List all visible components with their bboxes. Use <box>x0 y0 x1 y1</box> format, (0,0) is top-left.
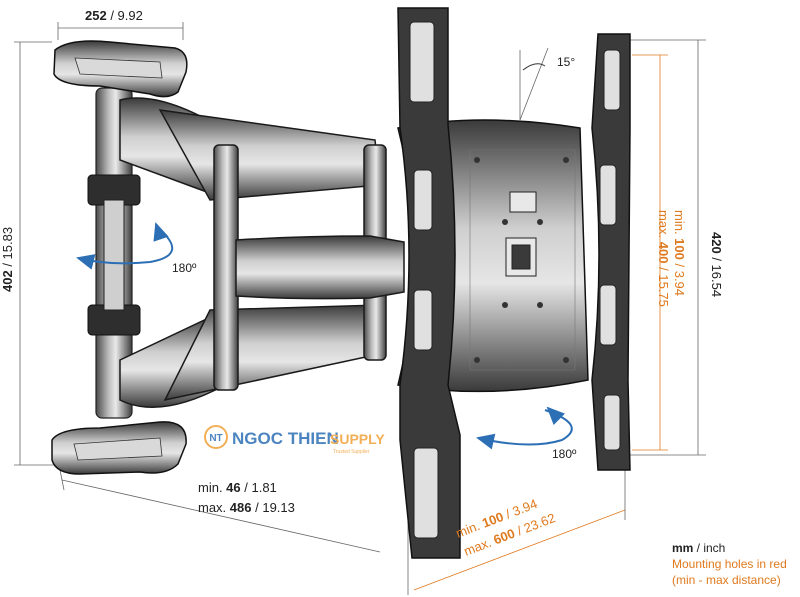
tilt-angle-label: 15° <box>557 55 575 69</box>
logo-supply: SUPPLY <box>330 431 385 447</box>
distance-legend: (min - max distance) <box>672 573 781 587</box>
units-legend: mm / inch <box>672 541 725 555</box>
articulating-arms <box>119 97 405 409</box>
vesa-vertical-max-label: max. 400 / 15.75 <box>656 210 671 307</box>
logo-tagline: Trusted Supplier <box>333 449 370 455</box>
mounting-holes-legend: Mounting holes in red <box>672 557 787 571</box>
logo-name: NGOC THIEN <box>232 429 339 448</box>
swivel-arrow-plate <box>476 409 573 450</box>
vesa-vertical-min-label: min. 100 / 3.94 <box>672 210 687 296</box>
watermark-logo: NT NGOC THIEN SUPPLY Trusted Supplier <box>204 425 385 455</box>
arm-width-label: 252 / 9.92 <box>85 8 143 23</box>
tv-mounting-plate <box>397 7 631 559</box>
mounting-holes <box>474 157 569 363</box>
wall-height-label: 402 / 15.83 <box>0 227 15 292</box>
wall-bracket <box>87 87 141 419</box>
tilt-angle-arc <box>522 63 546 71</box>
extension-max-label: max. 486 / 19.13 <box>198 500 295 515</box>
extension-min-label: min. 46 / 1.81 <box>198 480 277 495</box>
dimension-lines <box>14 22 706 595</box>
plate-center <box>469 149 576 371</box>
arm-swivel-label: 180º <box>172 261 197 275</box>
logo-badge: NT <box>209 433 222 444</box>
plate-height-label: 420 / 16.54 <box>709 232 724 297</box>
swivel-arrow-arm <box>76 227 174 270</box>
plate-swivel-label: 180º <box>552 447 577 461</box>
rail-slots <box>409 21 621 539</box>
